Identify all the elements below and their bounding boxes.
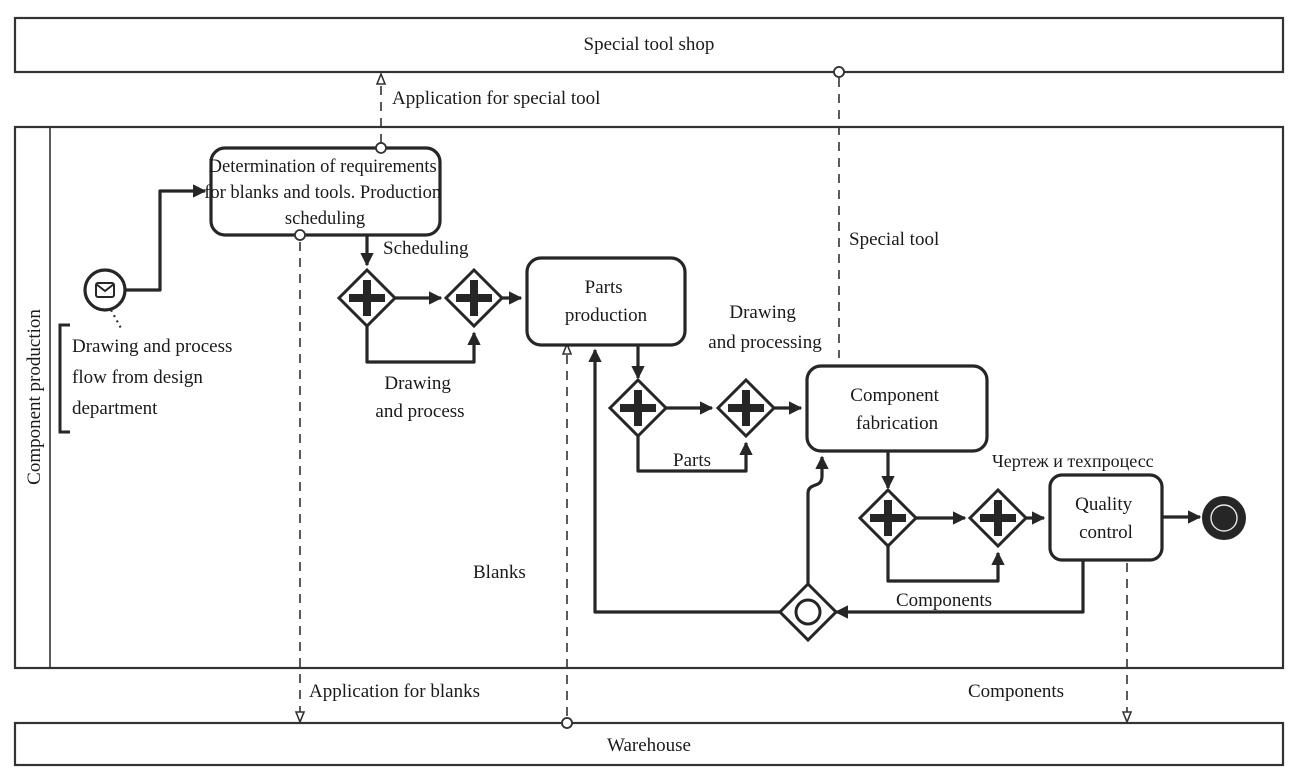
end-event-circle[interactable]: [1202, 496, 1246, 540]
plus-icon: [349, 280, 385, 316]
pool-warehouse-label: Warehouse: [607, 735, 691, 756]
task-quality-control[interactable]: Quality control: [1048, 473, 1164, 562]
sequence-flow-gateway-5-loop: [886, 546, 1005, 583]
open-arrow-icon: [294, 711, 306, 725]
task-component-fabrication-box[interactable]: [805, 364, 989, 453]
annotation-text: Drawing and process flow from design dep…: [72, 336, 237, 419]
task-determination-label: Determination of requirements for blanks…: [204, 157, 446, 229]
end-event[interactable]: [1202, 496, 1246, 540]
plus-icon: [870, 500, 906, 536]
parallel-gateway-4[interactable]: [715, 377, 777, 439]
inclusive-gateway[interactable]: [777, 581, 839, 643]
envelope-icon: [95, 282, 115, 298]
flow-label-parts: Parts: [673, 450, 711, 471]
open-arrow-icon: [375, 71, 387, 85]
message-label-application-special-tool: Application for special tool: [392, 88, 600, 109]
annotation-bracket: [58, 323, 70, 434]
message-label-components-out: Components: [968, 681, 1064, 702]
parallel-gateway-1[interactable]: [336, 267, 398, 329]
flow-label-components-inner: Components: [896, 590, 992, 611]
message-label-blanks: Blanks: [473, 562, 526, 583]
text-annotation: Drawing and process flow from design dep…: [58, 309, 237, 434]
message-label-application-blanks: Application for blanks: [309, 681, 480, 702]
message-source-circle-icon: [561, 717, 573, 729]
pool-special-tool-shop-box: [13, 16, 1285, 74]
pool-warehouse: Warehouse: [13, 721, 1285, 767]
task-determination[interactable]: Determination of requirements for blanks…: [204, 146, 446, 237]
task-parts-production-label: Parts production: [565, 277, 648, 326]
pool-component-production-label: Component production: [24, 309, 45, 485]
sequence-flow-inclusive-to-fabrication: [806, 455, 829, 585]
task-component-fabrication-label: Component fabrication: [850, 385, 943, 434]
start-event[interactable]: [83, 268, 127, 312]
parallel-gateway-5[interactable]: [857, 487, 919, 549]
task-quality-control-box[interactable]: [1048, 473, 1164, 562]
end-event-inner-ring: [1210, 504, 1238, 532]
sequence-flow-gateway-1-loop: [365, 326, 481, 364]
flow-label-russian: Чертеж и техпроцесс: [992, 451, 1154, 471]
task-component-fabrication[interactable]: Component fabrication: [805, 364, 989, 453]
task-determination-box[interactable]: [209, 146, 442, 237]
flow-label-drawing-and-processing: Drawing and processing: [708, 302, 822, 353]
sequence-flow-gateway-3-loop: [636, 436, 753, 473]
flow-label-drawing-and-process: Drawing and process: [375, 373, 464, 422]
task-parts-production[interactable]: Parts production: [525, 256, 687, 347]
parallel-gateway-2[interactable]: [443, 267, 505, 329]
association-dotted-line: [110, 309, 123, 331]
task-parts-production-box[interactable]: [525, 256, 687, 347]
parallel-gateway-6[interactable]: [967, 487, 1029, 549]
open-arrow-icon: [561, 341, 573, 355]
message-source-circle-icon: [375, 142, 387, 154]
circle-icon: [794, 598, 822, 626]
open-arrow-icon: [1121, 711, 1133, 725]
gateway-diamond[interactable]: [777, 581, 839, 643]
pool-special-tool-shop-label: Special tool shop: [584, 34, 715, 55]
flow-label-scheduling: Scheduling: [383, 238, 469, 259]
plus-icon: [456, 280, 492, 316]
sequence-flow-quality-to-inclusive-gateway: [834, 560, 1085, 619]
message-label-special-tool: Special tool: [849, 229, 939, 250]
pool-special-tool-shop: Special tool shop: [13, 16, 1285, 74]
plus-icon: [620, 390, 656, 426]
plus-icon: [728, 390, 764, 426]
plus-icon: [980, 500, 1016, 536]
task-quality-control-label: Quality control: [1075, 494, 1137, 543]
message-source-circle-icon: [833, 66, 845, 78]
sequence-flow-start-to-determination: [125, 184, 207, 292]
parallel-gateway-3[interactable]: [607, 377, 669, 439]
sequence-flow-inclusive-to-parts: [588, 348, 781, 614]
message-source-circle-icon: [294, 229, 306, 241]
message-flow-components-out: Components: [968, 563, 1133, 725]
pool-warehouse-box: [13, 721, 1285, 767]
